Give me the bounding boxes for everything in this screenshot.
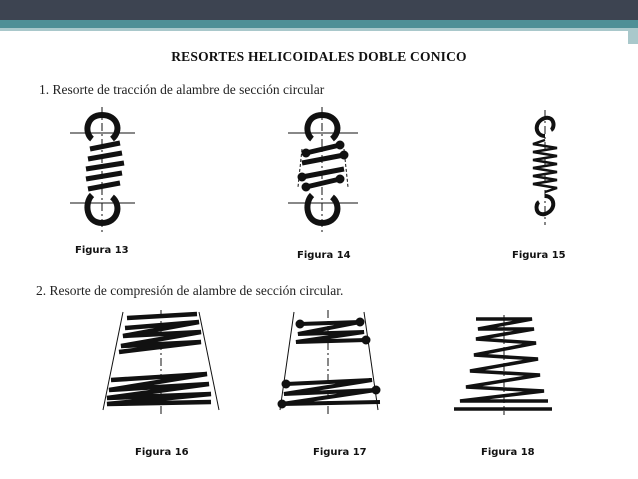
figure-18-drawing [454,315,552,415]
figure-16-drawing [102,310,220,415]
figure-14-caption: Figura 14 [297,250,351,261]
slide-title: RESORTES HELICOIDALES DOBLE CONICO [171,49,467,64]
header-bar-dark [0,0,638,20]
header-notch-inner [378,31,628,44]
figure-13-caption: Figura 13 [75,245,129,256]
figure-16-caption: Figura 16 [135,447,189,458]
section-1-heading: 1. Resorte de tracción de alambre de sec… [39,82,325,97]
header-bar-light [0,28,638,31]
figure-15-caption: Figura 15 [512,250,566,261]
section-2-heading: 2. Resorte de compresión de alambre de s… [36,283,344,298]
figure-15-drawing [532,110,558,225]
figure-14-drawing [288,107,358,233]
figure-17-drawing [277,310,381,415]
figure-17-caption: Figura 17 [313,447,367,458]
figure-18-caption: Figura 18 [481,447,535,458]
header-bar-teal [0,20,638,28]
figure-13-drawing [70,107,135,233]
